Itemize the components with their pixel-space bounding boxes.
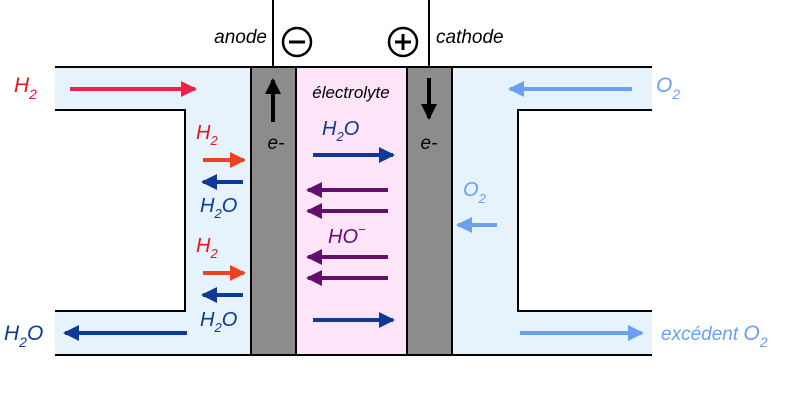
hydroxide-label: HO− — [328, 222, 366, 248]
electron-label-cathode: e- — [421, 133, 438, 154]
hydrogen-channel — [55, 67, 251, 355]
o2-inlet-label: O2 — [656, 74, 680, 102]
h2-upper-label: H2 — [196, 122, 218, 148]
cell-outline — [55, 0, 652, 356]
minus-terminal-icon — [281, 26, 313, 58]
electrolyte-label: électrolyte — [312, 83, 389, 102]
h2o-lower-label: H2O — [200, 309, 237, 335]
o2-cathode-label: O2 — [463, 179, 487, 206]
h2o-upper-label: H2O — [200, 195, 237, 221]
h2-inlet-label: H2 — [14, 74, 37, 102]
h2o-outlet-label: H2O — [4, 322, 43, 350]
h2-lower-label: H2 — [196, 235, 218, 261]
h2o-electrolyte-label: H2O — [322, 118, 359, 144]
o2-excess-label: excédent O2 — [661, 322, 768, 350]
cathode-label: cathode — [436, 27, 504, 48]
anode-label: anode — [214, 27, 267, 48]
plus-terminal-icon — [387, 26, 419, 58]
electron-label-anode: e- — [268, 133, 285, 154]
oxygen-channel — [452, 67, 652, 355]
